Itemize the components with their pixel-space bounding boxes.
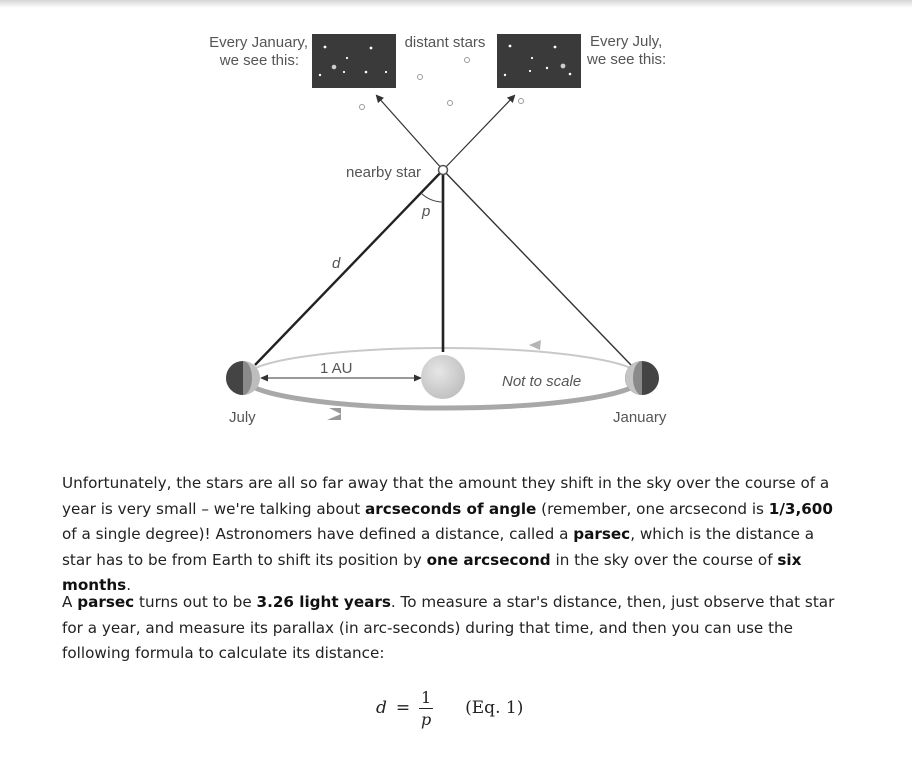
label-nearby-star: nearby star: [346, 164, 421, 181]
label-every-july-line2: we see this:: [586, 51, 666, 68]
label-distant-stars: distant stars: [405, 34, 486, 51]
parallax-diagram: Every January, we see this: distant star…: [0, 0, 912, 450]
label-parallax-angle: p: [421, 203, 430, 220]
label-not-to-scale: Not to scale: [502, 373, 581, 390]
text-run: turns out to be: [134, 593, 256, 611]
bold-term: arcseconds of angle: [365, 500, 536, 518]
text-run: (remember, one arcsecond is: [536, 500, 768, 518]
label-every-january-line2: we see this:: [219, 52, 299, 69]
label-every-january-line1: Every January,: [209, 34, 308, 51]
earth-january: [625, 361, 659, 395]
equation-number: (Eq. 1): [465, 698, 523, 718]
july-sky-panel: [497, 34, 581, 88]
equation-numerator: 1: [421, 688, 431, 707]
january-sky-panel: [312, 34, 396, 88]
paragraph-parsec: A parsec turns out to be 3.26 light year…: [62, 590, 846, 667]
label-january: January: [613, 409, 667, 426]
equation-lhs: d: [376, 698, 387, 718]
bold-term: parsec: [573, 525, 630, 543]
bold-term: 3.26 light years: [257, 593, 391, 611]
label-one-au: 1 AU: [320, 360, 353, 377]
text-run: in the sky over the course of: [551, 551, 778, 569]
equation-fraction: 1 p: [419, 688, 433, 729]
bold-term: 1/3,600: [769, 500, 833, 518]
distance-equation: d = 1 p (Eq. 1): [376, 683, 523, 733]
earth-july: [226, 361, 260, 395]
nearby-star: [439, 166, 448, 175]
label-distance: d: [332, 255, 341, 272]
text-run: A: [62, 593, 77, 611]
bold-term: parsec: [77, 593, 134, 611]
sight-lines: [255, 96, 631, 365]
fraction-bar: [419, 708, 433, 709]
equation-equals: =: [396, 698, 410, 718]
text-run: of a single degree)! Astronomers have de…: [62, 525, 573, 543]
sun: [421, 355, 465, 399]
bold-term: one arcsecond: [427, 551, 551, 569]
equation-denominator: p: [421, 710, 431, 729]
label-july: July: [229, 409, 256, 426]
orbit-direction-arrow-top: [529, 340, 541, 350]
orbit-direction-arrow-bottom: [327, 414, 341, 420]
paragraph-arcseconds: Unfortunately, the stars are all so far …: [62, 471, 846, 599]
label-every-july-line1: Every July,: [590, 33, 662, 50]
